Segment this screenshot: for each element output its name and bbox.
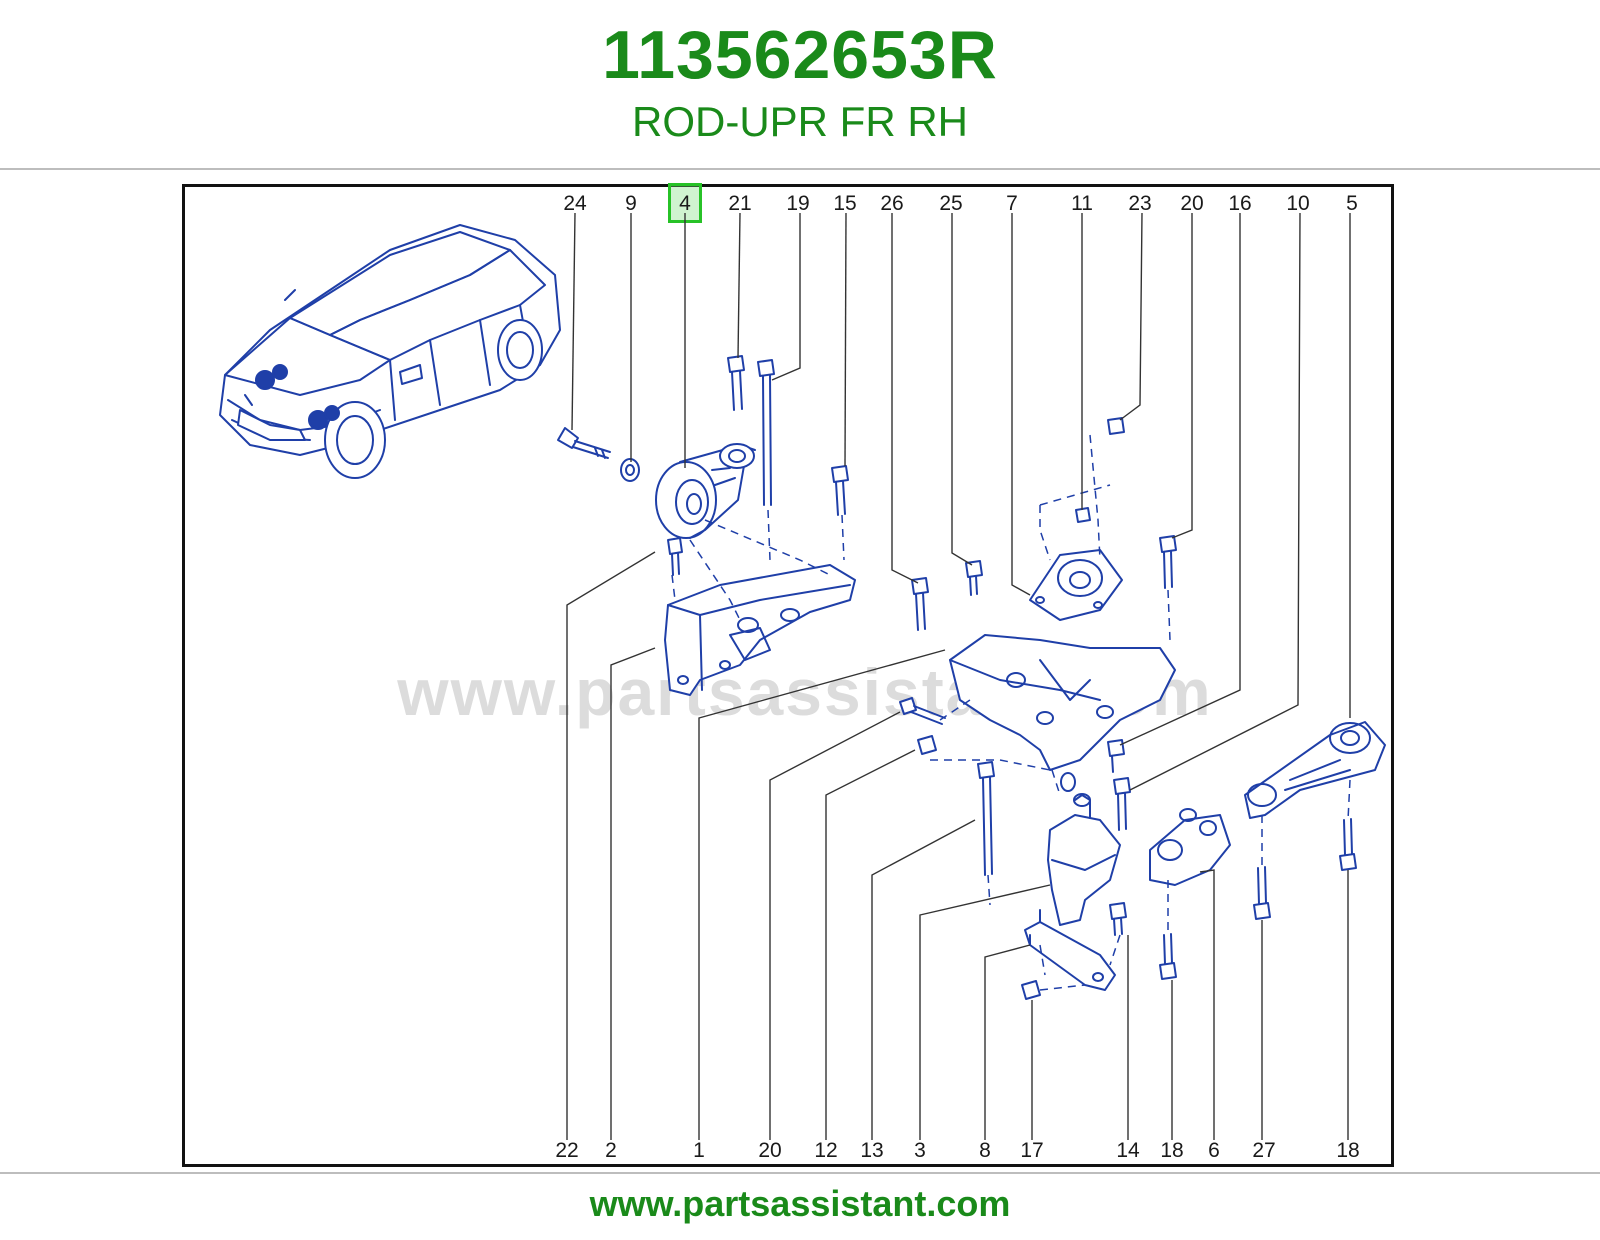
torque-rod-4 bbox=[655, 443, 756, 539]
nut-17 bbox=[1021, 980, 1041, 1000]
bolt-20 bbox=[1159, 535, 1177, 589]
car-illustration bbox=[219, 224, 561, 479]
callout-18[interactable]: 18 bbox=[1160, 1139, 1183, 1162]
callout-9[interactable]: 9 bbox=[625, 192, 637, 215]
nut-12 bbox=[917, 735, 937, 755]
bolt-10 bbox=[1113, 777, 1131, 831]
callout-16[interactable]: 16 bbox=[1228, 192, 1251, 215]
footer-divider bbox=[0, 1172, 1600, 1174]
damper-6 bbox=[1149, 808, 1231, 886]
callouts-top: 24 9 4 21 19 15 26 25 7 11 23 20 16 10 5 bbox=[563, 192, 1358, 215]
callout-25[interactable]: 25 bbox=[939, 192, 962, 215]
bolt-20-lower bbox=[899, 697, 946, 725]
header-divider bbox=[0, 168, 1600, 170]
bracket-2 bbox=[664, 564, 856, 696]
callout-22[interactable]: 22 bbox=[555, 1139, 578, 1162]
nut-23 bbox=[1107, 417, 1125, 435]
bolt-27 bbox=[1253, 866, 1271, 920]
callout-20-bottom[interactable]: 20 bbox=[758, 1139, 781, 1162]
callout-23[interactable]: 23 bbox=[1128, 192, 1151, 215]
bolt-14 bbox=[1109, 902, 1127, 936]
callout-7[interactable]: 7 bbox=[1006, 192, 1018, 215]
callout-15[interactable]: 15 bbox=[833, 192, 856, 215]
callout-18-right[interactable]: 18 bbox=[1336, 1139, 1359, 1162]
bolt-18-right bbox=[1339, 818, 1357, 871]
callout-4-highlighted[interactable]: 4 bbox=[679, 192, 691, 215]
callout-5[interactable]: 5 bbox=[1346, 192, 1358, 215]
bolt-16 bbox=[1107, 739, 1125, 773]
diagram-frame bbox=[182, 184, 1394, 1167]
mount-3 bbox=[1047, 793, 1121, 926]
callout-1[interactable]: 1 bbox=[693, 1139, 705, 1162]
callouts-bottom: 22 2 1 20 12 13 3 8 17 14 18 6 27 18 bbox=[555, 1139, 1359, 1162]
callout-10[interactable]: 10 bbox=[1286, 192, 1309, 215]
assembly-guide-lines bbox=[671, 434, 1351, 991]
callout-13[interactable]: 13 bbox=[860, 1139, 883, 1162]
callout-14[interactable]: 14 bbox=[1116, 1139, 1140, 1162]
torque-rod-5 bbox=[1244, 721, 1386, 819]
callout-19[interactable]: 19 bbox=[786, 192, 809, 215]
long-bolt-19 bbox=[757, 359, 775, 506]
callout-6[interactable]: 6 bbox=[1208, 1139, 1220, 1162]
callout-11[interactable]: 11 bbox=[1071, 192, 1093, 215]
bolt-18-lower bbox=[1159, 933, 1177, 980]
callout-20[interactable]: 20 bbox=[1180, 192, 1203, 215]
long-bolt-13 bbox=[977, 761, 995, 876]
callout-24[interactable]: 24 bbox=[563, 192, 587, 215]
bolt-21 bbox=[727, 355, 745, 411]
bolt-22 bbox=[667, 537, 683, 576]
callout-3[interactable]: 3 bbox=[914, 1139, 926, 1162]
footer-website-link[interactable]: www.partsassistant.com bbox=[589, 1183, 1011, 1224]
engine-mount-7 bbox=[1029, 549, 1123, 621]
bolt-25 bbox=[965, 560, 983, 596]
washer-9 bbox=[620, 458, 640, 482]
nut-11 bbox=[1075, 507, 1091, 523]
leader-lines bbox=[566, 212, 1351, 1140]
callout-26[interactable]: 26 bbox=[880, 192, 903, 215]
callout-8[interactable]: 8 bbox=[979, 1139, 991, 1162]
callout-21[interactable]: 21 bbox=[728, 192, 751, 215]
bolt-26 bbox=[911, 577, 929, 631]
bolt-24 bbox=[557, 427, 611, 459]
callout-12[interactable]: 12 bbox=[814, 1139, 837, 1162]
bracket-8 bbox=[1024, 909, 1116, 991]
callout-17[interactable]: 17 bbox=[1020, 1139, 1043, 1162]
bolt-15 bbox=[831, 465, 849, 516]
part-description: ROD-UPR FR RH bbox=[632, 98, 968, 145]
bracket-1 bbox=[949, 634, 1176, 792]
callout-27[interactable]: 27 bbox=[1252, 1139, 1275, 1162]
part-number-title: 113562653R bbox=[602, 17, 998, 93]
callout-2[interactable]: 2 bbox=[605, 1139, 617, 1162]
